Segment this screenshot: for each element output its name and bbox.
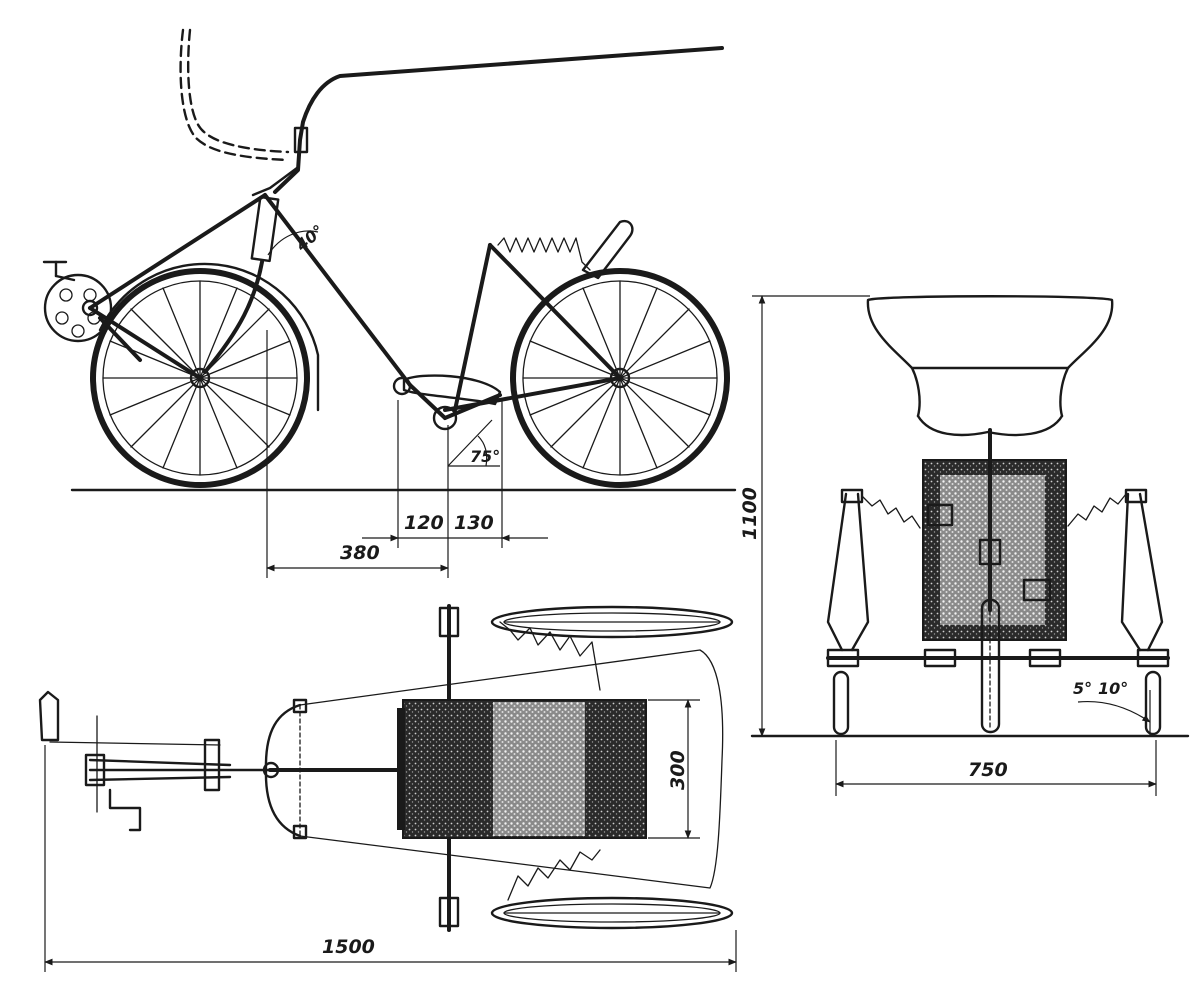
wheel-left: [90, 262, 320, 488]
angle-seat-label: 75°: [470, 447, 500, 466]
dim-300-label: 300: [667, 750, 689, 790]
top-view: 300 1500: [38, 604, 737, 972]
rear-dimensions: [752, 295, 1157, 796]
rear-hopper: [922, 459, 1067, 641]
rear-left-leg: [826, 488, 870, 736]
angle-10-label: 10°: [1098, 679, 1128, 698]
frame: [88, 193, 622, 420]
dim-120-label: 120: [404, 512, 444, 534]
dim-1500-label: 1500: [322, 936, 375, 958]
side-view-dimensions: [266, 330, 548, 578]
seat: [392, 374, 502, 431]
top-dimensions: [44, 699, 737, 972]
angle-head-label: 40°: [291, 221, 327, 256]
dim-750-label: 750: [968, 759, 1008, 781]
alt-handle-position: [179, 28, 290, 162]
rear-seat: [866, 295, 1114, 437]
dim-130-label: 130: [454, 512, 494, 534]
top-hopper: [397, 699, 647, 839]
rear-right-leg: [1120, 488, 1164, 736]
side-view: 40° 75° 120 130 380: [42, 28, 737, 578]
steering-column: [203, 46, 724, 374]
top-wheel-lower: [438, 896, 734, 930]
spring: [497, 237, 591, 271]
top-front-assembly: [38, 690, 273, 832]
top-wheel-upper: [438, 605, 734, 639]
dim-1100-label: 1100: [739, 487, 761, 540]
wheel-left-spokes: [102, 280, 298, 476]
rear-center-wheel: [980, 598, 1001, 734]
dim-380-label: 380: [340, 542, 380, 564]
angle-5-label: 5°: [1073, 679, 1092, 698]
backrest: [581, 219, 634, 280]
rear-view: 1100 750 5° 10°: [739, 295, 1190, 796]
